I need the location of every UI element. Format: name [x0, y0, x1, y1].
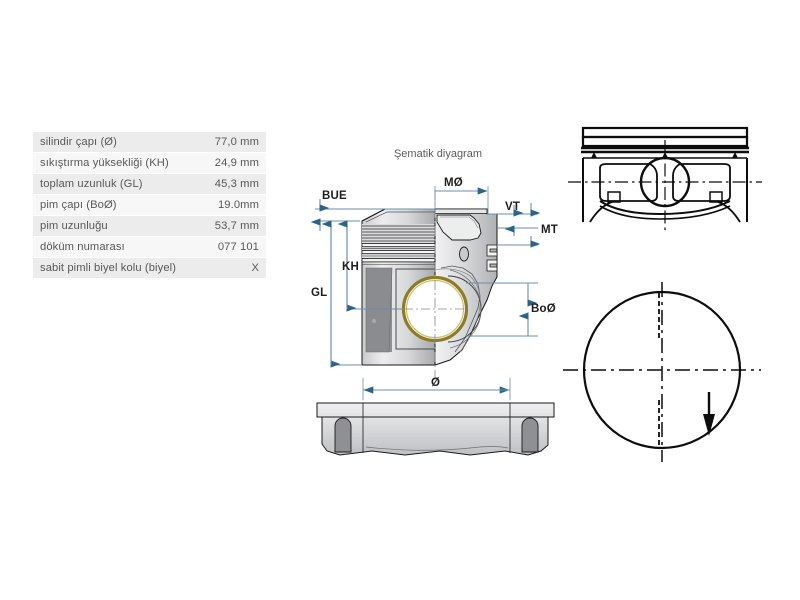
direction-arrow-icon [703, 392, 715, 436]
section-skirt-curve-right [717, 201, 741, 223]
spec-table-body: silindir çapı (Ø) 77,0 mm sıkıştırma yük… [33, 131, 266, 279]
spec-label: sabit pimli biyel kolu (biyel) [33, 257, 201, 279]
spec-value: 19.0mm [200, 194, 266, 216]
table-row: silindir çapı (Ø) 77,0 mm [33, 131, 266, 153]
bottom-view-right-pin-slot [521, 417, 539, 453]
section-skirt-curve-left [589, 201, 613, 223]
crown-chamfer-inner [365, 211, 435, 223]
dimension-label-diameter: Ø [431, 377, 441, 389]
table-row: toplam uzunluk (GL) 45,3 mm [33, 173, 266, 195]
oil-return-hole [459, 246, 469, 262]
ring-groove-2 [361, 250, 436, 255]
section-groove-tick-right [732, 152, 738, 158]
section-groove-tick-left [591, 152, 597, 158]
combustion-bowl [436, 214, 482, 241]
bottom-view-inner-contour [365, 446, 509, 451]
table-row: sıkıştırma yüksekliği (KH) 24,9 mm [33, 152, 266, 174]
section-left-pocket [599, 163, 658, 202]
piston-side-section-view [361, 190, 498, 382]
bottom-view-outline [316, 402, 555, 456]
section-boss-notch-right [709, 191, 723, 203]
dimension-label-vt: VT [505, 201, 521, 213]
table-row: sabit pimli biyel kolu (biyel) X [33, 257, 266, 279]
piston-bottom-view [316, 402, 555, 456]
bowl-inner-line [440, 216, 479, 229]
section-web-lower [599, 205, 731, 220]
dimension-label-gl: GL [311, 287, 328, 299]
dimension-label-bo: BoØ [531, 303, 556, 315]
ring-groove-1 [361, 243, 436, 248]
direction-arrow-head [703, 414, 715, 436]
section-groove-lower [486, 259, 498, 272]
dimension-label-mt: MT [541, 224, 559, 236]
piston-section-drawing-top-right [568, 126, 762, 232]
spec-value: 45,3 mm [200, 173, 266, 195]
section-web-upper [599, 200, 731, 216]
skirt-shading-edge [365, 267, 393, 353]
piston-crown-circle-view [563, 282, 761, 462]
section-right-pocket [672, 163, 731, 202]
spec-table-element: silindir çapı (Ø) 77,0 mm sıkıştırma yük… [33, 131, 266, 279]
section-groove-tick-center [662, 152, 668, 158]
ring-groove-3-oil [361, 258, 436, 263]
under-crown-contour [440, 265, 481, 353]
dimension-label-mo: MØ [444, 177, 463, 189]
spec-value: 077 101 [200, 236, 266, 258]
dimension-label-bue: BUE [322, 190, 347, 202]
section-skirt-sides [582, 158, 748, 222]
skirt-detail-dot [371, 318, 377, 324]
dimension-label-kh: KH [342, 261, 360, 273]
dimension-lines-group [310, 186, 541, 400]
pin-boss-arc-right [449, 269, 482, 349]
spec-value: X [200, 257, 266, 279]
section-ring-notches [486, 244, 498, 272]
crown-top-slab [434, 208, 488, 214]
section-crown-band-1 [581, 126, 749, 139]
ring-grooves-group [361, 224, 436, 265]
specification-table: silindir çapı (Ø) 77,0 mm sıkıştırma yük… [33, 131, 266, 279]
section-groove-upper [486, 244, 498, 257]
diagram-title: Şematik diyagram [393, 148, 483, 160]
section-boss-notch-left [607, 191, 621, 203]
spec-value: 24,9 mm [200, 152, 266, 174]
table-row: pim çapı (BoØ) 19.0mm [33, 194, 266, 216]
bottom-view-left-pin-slot [334, 417, 352, 453]
